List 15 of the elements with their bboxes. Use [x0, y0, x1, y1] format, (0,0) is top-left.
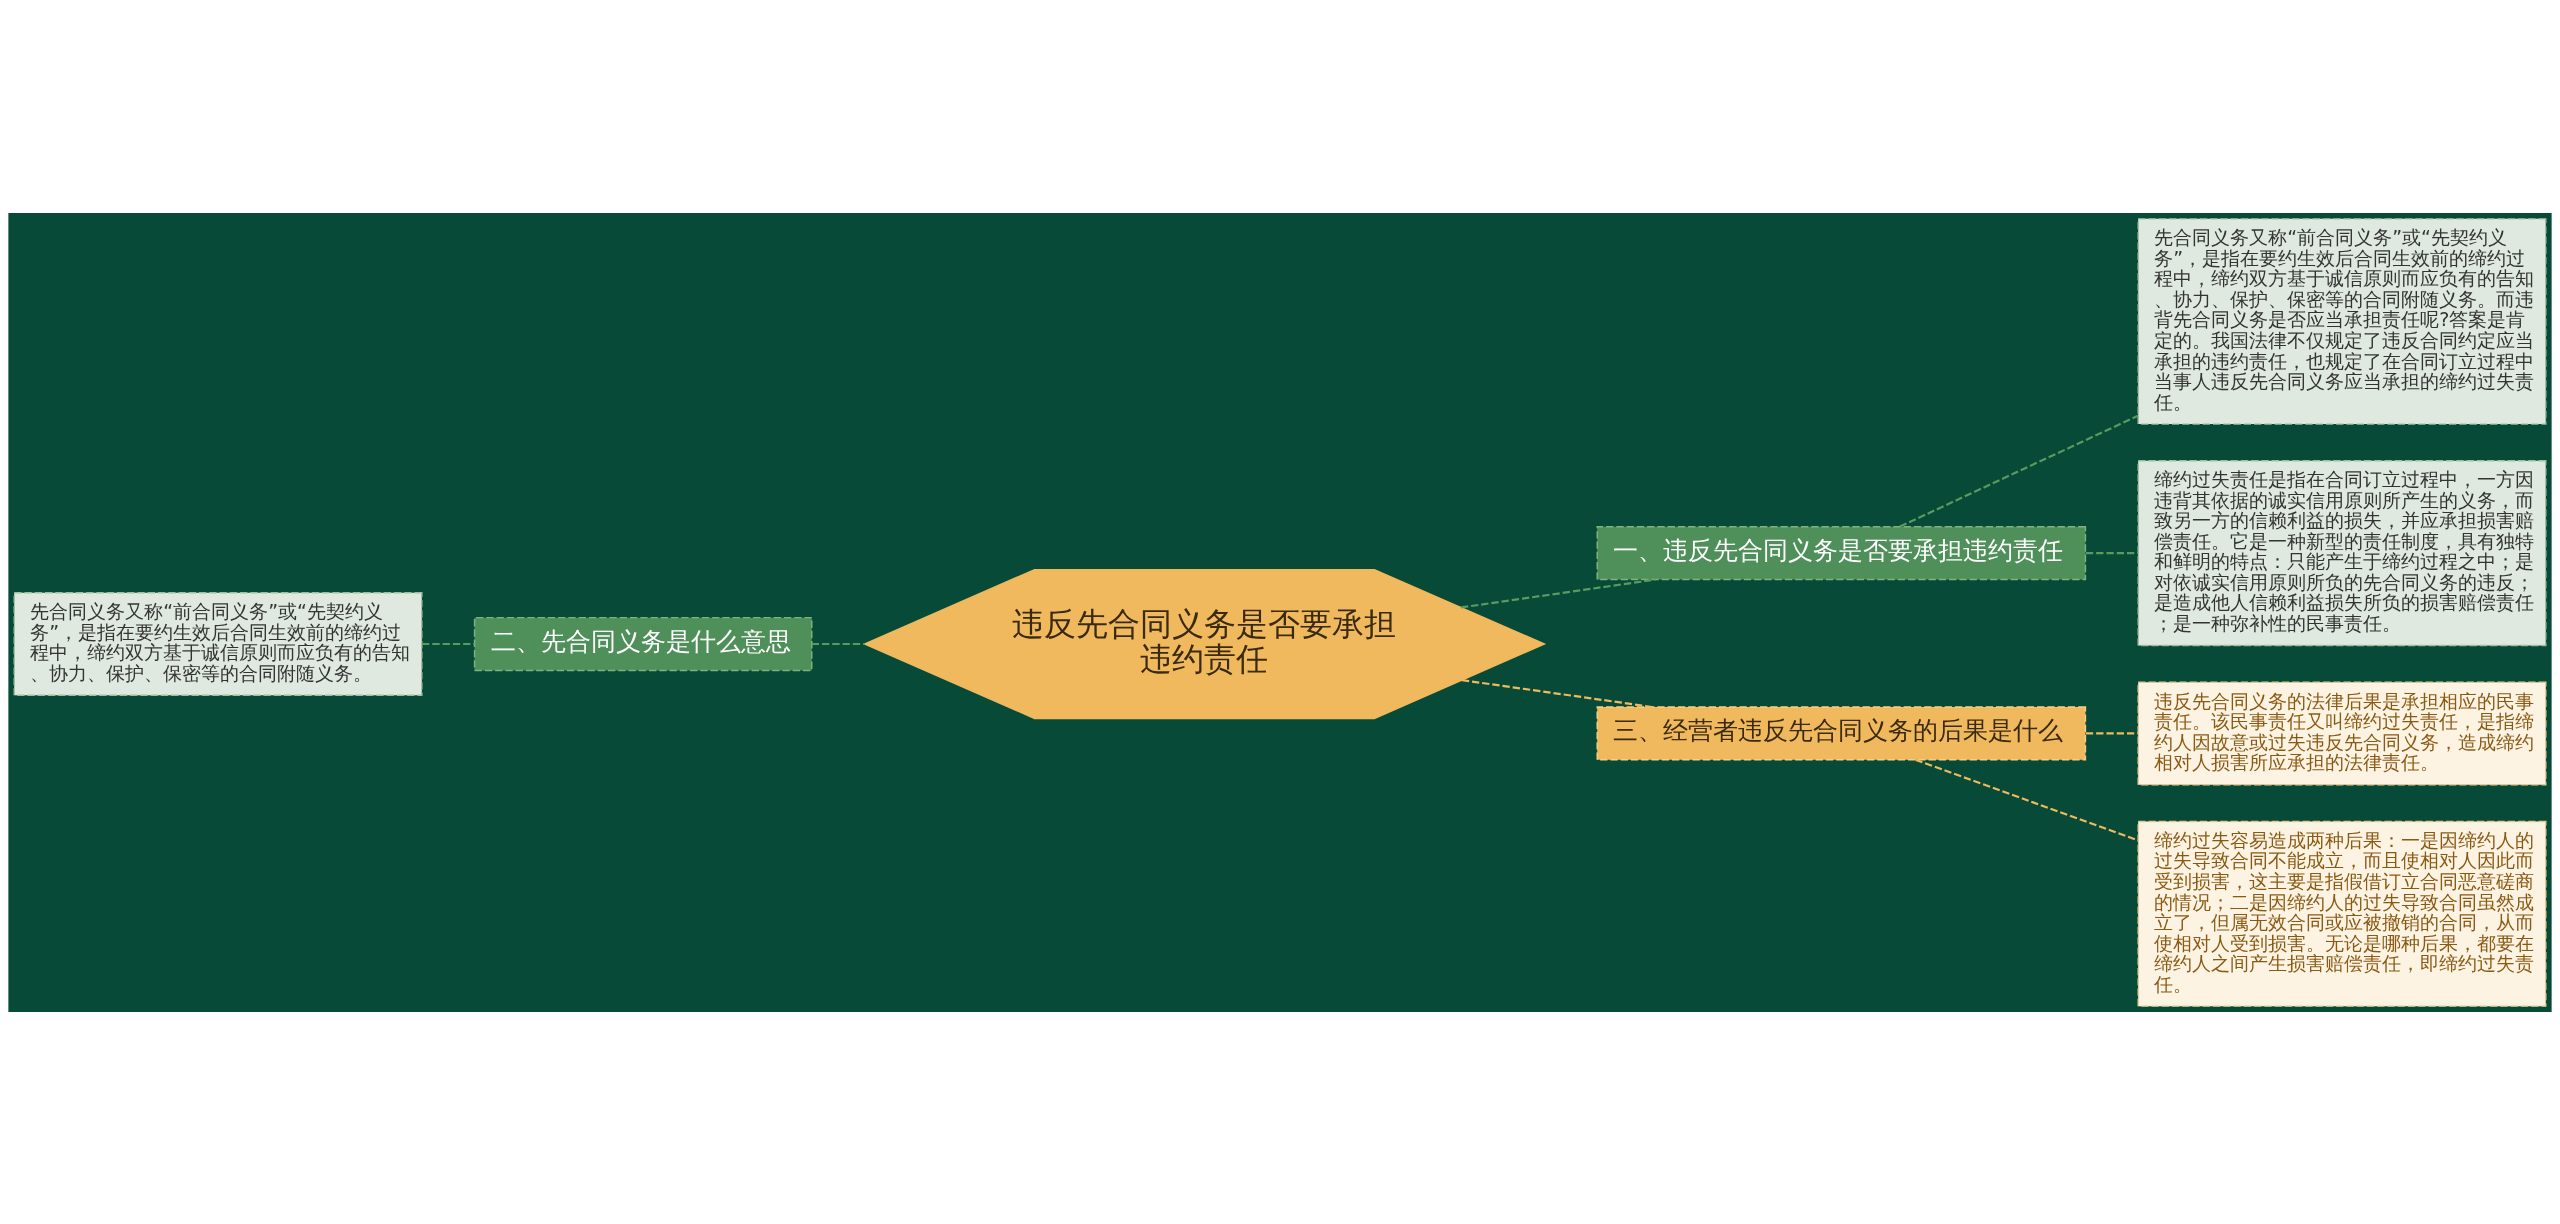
node-box: 缔约过失容易造成两种后果：一是因缔约人的过失导致合同不能成立，而且使相对人因此而受到损害，这主要是指假借订立合同恶意磋商的情况；二是因缔约人的过失导致合同虽然成立了，但属无效合同或应被撤销的合同，从而使相对人受到损害。无论是哪种后果，都要在缔约人之间产生损害赔偿责任，即缔约过失责任。 — [2137, 820, 2547, 1007]
connector — [2085, 551, 2139, 554]
connector — [421, 642, 475, 645]
node-box: 先合同义务又称“前合同义务”或“先契约义务”，是指在要约生效后合同生效前的缔约过程中，缔约双方基于诚信原则而应负有的告知、协力、保护、保密等的合同附随义务。而违背先合同义务是否应当承担责任呢?答案是肯定的。我国法律不仅规定了违反合同约定应当承担的违约责任，也规定了在合同订立过程中当事人违反先合同义务应当承担的缔约过失责任。 — [2137, 217, 2547, 425]
node-box: 一、违反先合同义务是否要承担违约责任 — [1596, 525, 2087, 580]
connector — [1460, 578, 1656, 609]
node-box: 违反先合同义务的法律后果是承担相应的民事责任。该民事责任又叫缔约过失责任，是指缔约人因故意或过失违反先合同义务，造成缔约相对人损害所应承担的法律责任。 — [2137, 680, 2547, 785]
node-box: 缔约过失责任是指在合同订立过程中，一方因违背其依据的诚实信用原则所产生的义务，而致另一方的信赖利益的损失，并应承担损害赔偿责任。它是一种新型的责任制度，具有独特和鲜明的特点：只能产生于缔约过程之中；是对依诚实信用原则所负的先合同义务的违反；是造成他人信赖利益损失所负的损害赔偿责任；是一种弥补性的民事责任。 — [2137, 459, 2547, 646]
node-box: 二、先合同义务是什么意思 — [473, 616, 813, 671]
node-box: 三、经营者违反先合同义务的后果是什么 — [1596, 705, 2087, 761]
connector — [2085, 731, 2139, 735]
node-box: 先合同义务又称“前合同义务”或“先契约义务”，是指在要约生效后合同生效前的缔约过程中，缔约双方基于诚信原则而应负有的告知、协力、保护、保密等的合同附随义务。 — [13, 591, 423, 696]
connector — [811, 642, 865, 645]
connector — [1899, 414, 2139, 528]
connector — [1461, 678, 1653, 708]
